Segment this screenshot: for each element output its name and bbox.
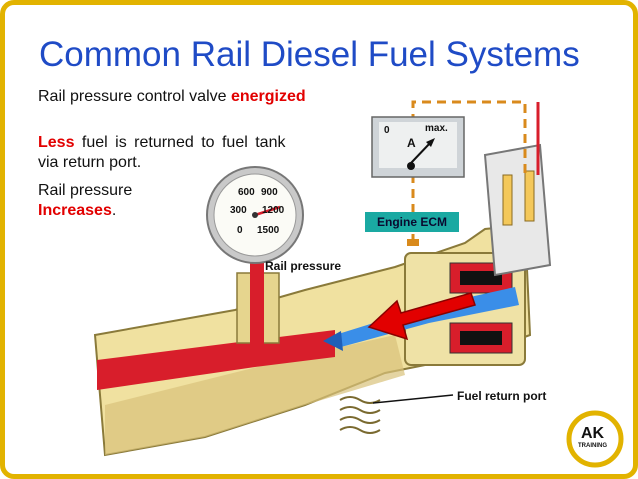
gauge-riser-fuel: [250, 253, 264, 353]
return-note: Less fuel is returned to fuel tank: [38, 133, 320, 153]
valve-coil-core-upper: [460, 271, 502, 285]
valve-status-prefix: Rail pressure control valve: [38, 88, 231, 105]
connector-tower: [483, 143, 552, 277]
gauge-tick-900: 900: [261, 187, 278, 198]
connector-pin-right: [524, 170, 535, 222]
pressure-note-tail: .: [111, 202, 117, 219]
return-port-spring: [339, 396, 381, 434]
pressure-note-line1: Rail pressure: [38, 182, 133, 199]
gauge-tick-600: 600: [238, 187, 255, 198]
return-direction-arrow: [367, 292, 476, 341]
ecm-terminal: [407, 239, 419, 246]
logo-sub: TRAINING: [578, 443, 607, 449]
ammeter-min-label: 0: [384, 125, 390, 136]
return-note-line1: fuel is returned to fuel tank: [74, 134, 286, 151]
valve-status-state: energized: [230, 88, 306, 105]
valve-coil-core-lower: [460, 331, 502, 345]
slide-title: Common Rail Diesel Fuel Systems: [39, 35, 580, 74]
gauge-tick-1500: 1500: [257, 225, 280, 236]
pressure-note-line2: Increases.: [38, 201, 116, 221]
return-note-emph: Less: [38, 134, 75, 151]
plunger-tip: [323, 331, 343, 351]
ammeter-needle: [410, 141, 432, 164]
gauge-tick-1200: 1200: [262, 205, 285, 216]
gauge-tick-0: 0: [237, 225, 243, 236]
wire-dashed: [411, 100, 527, 243]
logo-brand: AK: [581, 425, 605, 442]
ammeter-max-label: max.: [425, 123, 448, 134]
fuel-return-port-label: Fuel return port: [457, 389, 547, 403]
valve-status-line: Rail pressure control valve energized: [38, 87, 306, 107]
rail-housing-shade: [105, 335, 405, 455]
gauge-needle: [254, 205, 281, 217]
rail-fuel-channel: [97, 330, 335, 390]
pressure-note-emph: Increases: [38, 202, 112, 219]
gauge-pivot: [252, 212, 258, 218]
ammeter-pivot: [407, 162, 415, 170]
connector-pin-left: [502, 174, 513, 226]
ammeter-unit-label: A: [407, 136, 416, 150]
return-note-line2: via return port.: [38, 154, 142, 171]
logo-badge: [566, 410, 624, 468]
rail-pressure-label: Rail pressure: [265, 259, 342, 273]
ammeter-needle-arrow: [426, 138, 435, 147]
leader-fuel-return: [372, 394, 454, 404]
ammeter-face: [379, 122, 457, 168]
gauge-tick-300: 300: [230, 205, 247, 216]
fuel-system-diagram: [93, 100, 624, 468]
engine-ecm-label: Engine ECM: [365, 212, 459, 232]
